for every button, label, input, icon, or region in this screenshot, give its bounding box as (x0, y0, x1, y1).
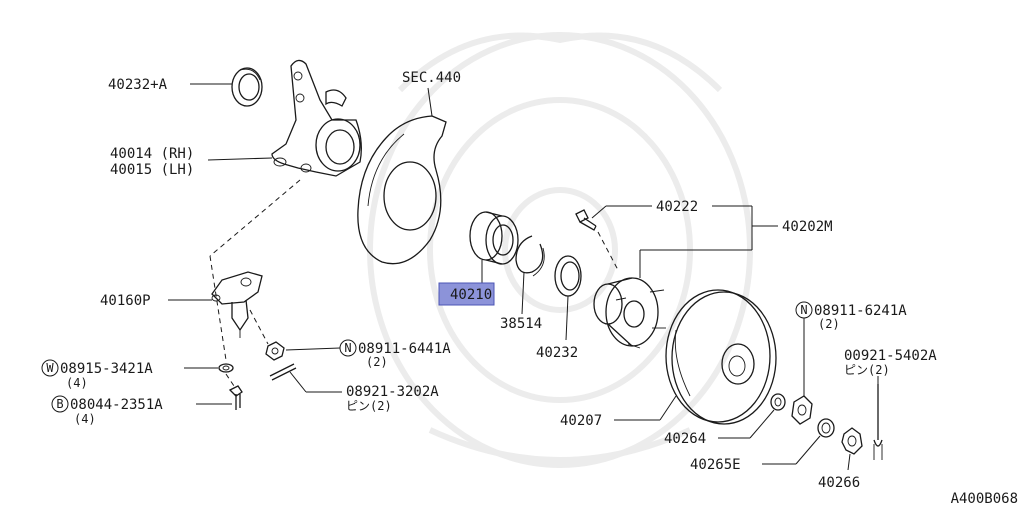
diagram-id: A400B068 (951, 491, 1018, 507)
washer-marker: W (41, 359, 59, 377)
knuckle-seal-drawing (231, 67, 263, 107)
svg-text:B: B (56, 397, 63, 411)
label-cotter-qty: ピン(2) (844, 363, 890, 377)
label-axle-nut-qty: (2) (818, 317, 840, 331)
nut-marker: N (339, 339, 357, 357)
label-dust-cover[interactable]: SEC.440 (402, 70, 461, 86)
pin-3202a-drawing (269, 363, 297, 381)
label-knuckle-rh[interactable]: 40014 (RH) (110, 146, 194, 162)
label-rotor[interactable]: 40207 (560, 413, 602, 429)
label-pin-qty: ピン(2) (346, 399, 392, 413)
label-washer-265e[interactable]: 40265E (690, 457, 741, 473)
washer-3421a-drawing (218, 363, 234, 373)
cotter-pin-drawing (873, 384, 883, 460)
castle-nut-drawing (841, 427, 863, 455)
label-bearing[interactable]: 40210 (450, 287, 492, 303)
dust-cover-drawing (357, 115, 447, 265)
bolt-marker: B (51, 395, 69, 413)
wheel-bearing-drawing (469, 211, 519, 265)
label-axle-nut-code[interactable]: 08911-6241A (814, 303, 907, 319)
label-washer-qty: (4) (66, 376, 88, 390)
axle-nut-marker: N (795, 301, 813, 319)
hub-seal-drawing (554, 255, 582, 297)
highlighted-part-box[interactable] (438, 282, 495, 306)
hub-drawing (593, 277, 666, 349)
label-snap-ring[interactable]: 38514 (500, 316, 542, 332)
axle-nut-drawing (791, 395, 813, 425)
label-washer-264[interactable]: 40264 (664, 431, 706, 447)
label-bolt-qty: (4) (74, 412, 96, 426)
label-pin-code[interactable]: 08921-3202A (346, 384, 439, 400)
svg-text:W: W (46, 361, 54, 375)
snap-ring-drawing (515, 235, 545, 277)
bolt-2351a-drawing (228, 385, 243, 410)
label-bolt-code[interactable]: 08044-2351A (70, 397, 163, 413)
label-cotter-code[interactable]: 00921-5402A (844, 348, 937, 364)
washer-264-drawing (770, 393, 786, 411)
label-nut-qty: (2) (366, 355, 388, 369)
label-nut-code[interactable]: 08911-6441A (358, 341, 451, 357)
hub-bolt-drawing (575, 209, 619, 271)
leader-lines (168, 83, 879, 471)
label-hub-bolt[interactable]: 40222 (656, 199, 698, 215)
label-castle-nut[interactable]: 40266 (818, 475, 860, 491)
ball-joint-drawing (211, 271, 263, 338)
label-knuckle-lh[interactable]: 40015 (LH) (110, 162, 194, 178)
nut-6441a-drawing (265, 341, 285, 361)
alignment-dashes (209, 179, 301, 387)
steering-knuckle-drawing (271, 59, 362, 177)
label-washer-code[interactable]: 08915-3421A (60, 361, 153, 377)
label-hub-seal[interactable]: 40232 (536, 345, 578, 361)
label-knuckle-seal[interactable]: 40232+A (108, 77, 168, 93)
svg-text:N: N (344, 341, 351, 355)
label-hub-assembly[interactable]: 40202M (782, 219, 833, 235)
svg-text:N: N (800, 303, 807, 317)
washer-265e-drawing (817, 418, 835, 438)
brake-rotor-drawing (665, 289, 777, 425)
label-ball-joint[interactable]: 40160P (100, 293, 151, 309)
